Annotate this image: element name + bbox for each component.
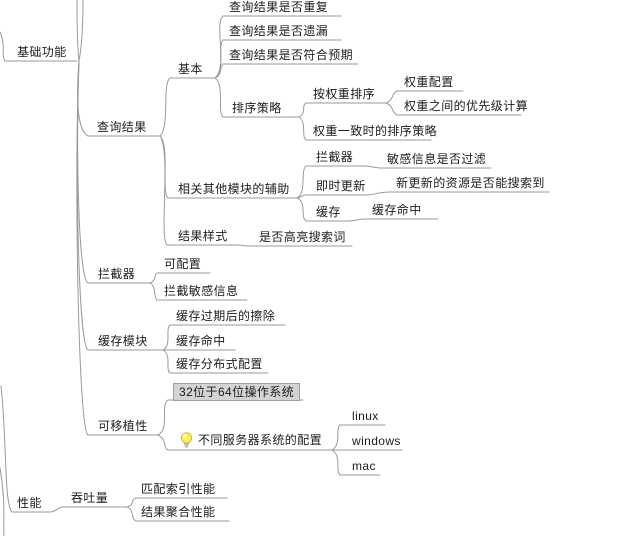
topic-cache-module[interactable]: 缓存模块	[98, 334, 148, 348]
topic-result-aggregation-performance[interactable]: 结果聚合性能	[141, 505, 216, 519]
topic-match-index-performance[interactable]: 匹配索引性能	[141, 482, 216, 496]
topic-intercept-sensitive[interactable]: 拦截敏感信息	[164, 284, 239, 298]
topic-new-resource-searchable[interactable]: 新更新的资源是否能搜索到	[396, 176, 545, 190]
topic-cache-expire-erase[interactable]: 缓存过期后的擦除	[176, 309, 276, 323]
topic-other-module-support[interactable]: 相关其他模块的辅助	[178, 182, 290, 196]
topic-linux[interactable]: linux	[352, 409, 379, 423]
topic-performance[interactable]: 性能	[17, 496, 42, 510]
topic-cache-hit[interactable]: 缓存命中	[176, 334, 226, 348]
topic-basic[interactable]: 基本	[178, 62, 203, 76]
topic-sort-by-weight[interactable]: 按权重排序	[313, 87, 376, 101]
topic-sensitive-filter[interactable]: 敏感信息是否过滤	[387, 152, 487, 166]
topic-weight-config[interactable]: 权重配置	[404, 75, 454, 89]
topic-result-missing[interactable]: 查询结果是否遗漏	[229, 24, 329, 38]
topic-server-os-config-label: 不同服务器系统的配置	[198, 433, 323, 447]
topic-cache-sub[interactable]: 缓存	[316, 205, 341, 219]
lightbulb-icon	[180, 432, 193, 448]
topic-server-os-config[interactable]: 不同服务器系统的配置	[180, 432, 323, 448]
topic-result-style[interactable]: 结果样式	[178, 229, 228, 243]
topic-configurable[interactable]: 可配置	[164, 257, 202, 271]
topic-sort-strategy[interactable]: 排序策略	[232, 101, 282, 115]
topic-weight-priority-calc[interactable]: 权重之间的优先级计算	[404, 99, 529, 113]
topic-portability[interactable]: 可移植性	[98, 419, 148, 433]
topic-instant-update[interactable]: 即时更新	[316, 179, 366, 193]
topic-cache-distributed-config[interactable]: 缓存分布式配置	[176, 357, 263, 371]
topic-basic-functions[interactable]: 基础功能	[17, 45, 67, 59]
topic-mac[interactable]: mac	[352, 459, 376, 473]
topic-interceptor-sub[interactable]: 拦截器	[316, 150, 354, 164]
topic-query-results[interactable]: 查询结果	[97, 120, 147, 134]
topic-32bit-64bit-os[interactable]: 32位于64位操作系统	[173, 383, 301, 401]
topic-highlight-keywords[interactable]: 是否高亮搜索词	[259, 230, 346, 244]
topic-result-expectation[interactable]: 查询结果是否符合预期	[229, 48, 354, 62]
topic-result-duplicate[interactable]: 查询结果是否重复	[229, 0, 329, 14]
topic-equal-weight-strategy[interactable]: 权重一致时的排序策略	[313, 124, 438, 138]
topic-interceptor[interactable]: 拦截器	[98, 267, 136, 281]
topic-throughput[interactable]: 吞吐量	[71, 491, 109, 505]
topic-windows[interactable]: windows	[352, 434, 401, 448]
topic-cache-hit-sub[interactable]: 缓存命中	[372, 203, 422, 217]
